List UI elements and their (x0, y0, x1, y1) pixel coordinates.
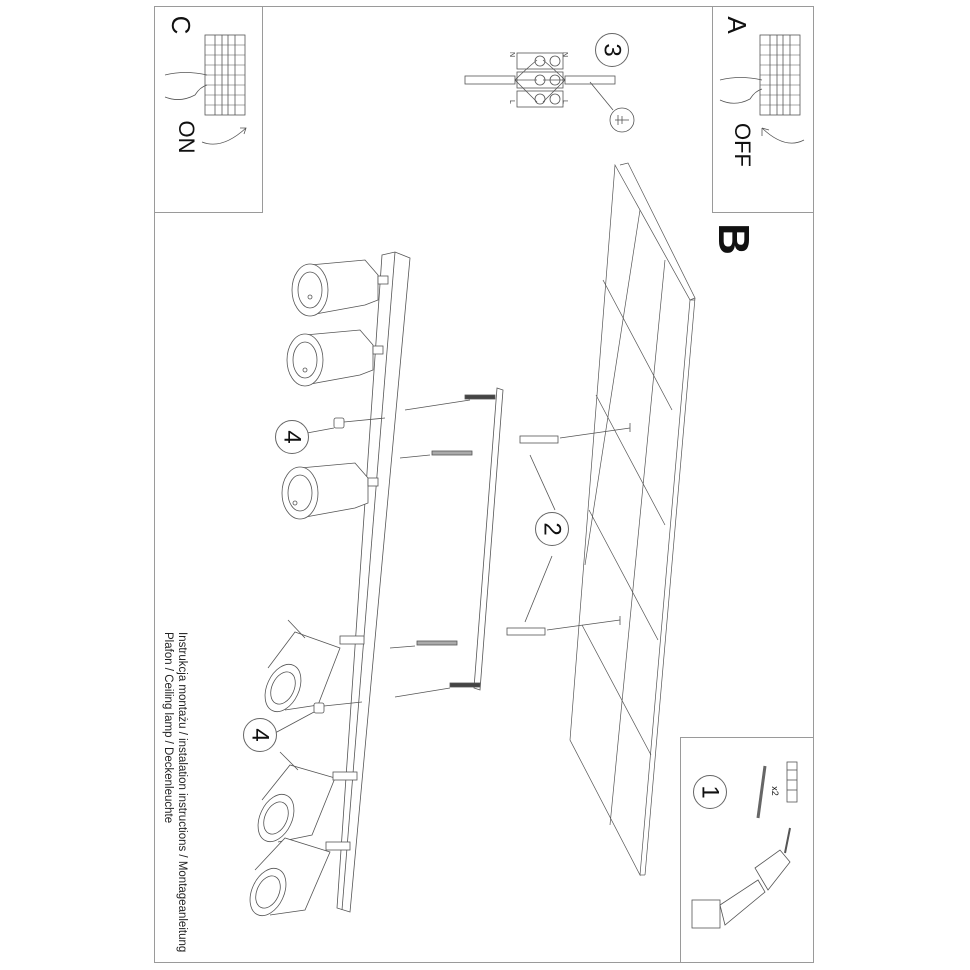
spotlight (291, 259, 389, 317)
screw-icon (756, 765, 767, 819)
lamp-base-plate (336, 251, 411, 913)
ceiling-tiles (569, 162, 696, 877)
svg-text:N: N (561, 52, 568, 57)
callout-step-4-bottom: 4 (243, 718, 277, 752)
callout-number: 4 (278, 430, 306, 444)
circuit-breaker-hand-icon (719, 34, 801, 116)
callout-step-2: 2 (535, 512, 569, 546)
quantity-label: x2 (770, 786, 780, 796)
spotlight (249, 837, 351, 917)
arrow-icon (201, 127, 247, 145)
callout-number: 3 (598, 43, 626, 57)
document-caption: Instrukcja montażu / instalation instruc… (162, 632, 204, 952)
wire-labels: N N L L (508, 52, 568, 104)
spotlight (286, 329, 384, 387)
spotlight (281, 462, 379, 520)
caption-line-1: Instrukcja montażu / instalation instruc… (176, 632, 188, 953)
terminal-block (464, 52, 635, 133)
wall-plug-icon (786, 761, 798, 803)
mounting-bracket (449, 387, 504, 691)
circuit-breaker-hand-icon (164, 34, 246, 116)
caption-line-2: Plafon / Ceiling lamp / Deckenleuchte (162, 632, 174, 824)
callout-number: 2 (538, 522, 566, 536)
spotlight (264, 619, 365, 713)
arrow-icon (761, 127, 805, 144)
svg-text:N: N (508, 52, 515, 57)
screw-cap (274, 417, 386, 734)
callout-number: 1 (696, 785, 724, 799)
svg-text:L: L (508, 100, 515, 104)
callout-number: 4 (246, 728, 274, 742)
page-frame (154, 6, 814, 963)
svg-text:L: L (561, 100, 568, 104)
callout-step-4-top: 4 (275, 420, 309, 454)
callout-step-1: 1 (693, 775, 727, 809)
spotlight (257, 751, 358, 843)
screw-and-plug (389, 399, 631, 698)
drill-icon (691, 827, 791, 929)
callout-step-3: 3 (595, 33, 629, 67)
